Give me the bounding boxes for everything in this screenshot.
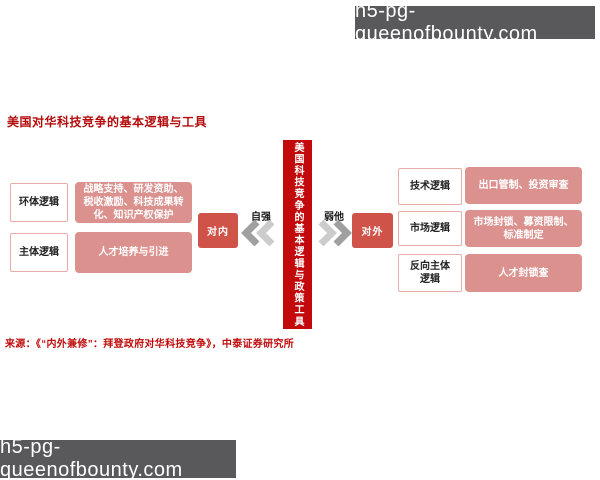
right-label-technology-logic-text: 技术逻辑: [410, 181, 450, 192]
right-arrow-label: 弱他: [324, 212, 344, 223]
diagram-title: 美国对华科技竞争的基本逻辑与工具: [7, 115, 208, 129]
left-detail-talent-cultivation-text: 人才培养与引进: [98, 247, 169, 258]
left-label-environment-logic: 环体逻辑: [10, 183, 68, 222]
inner-box: 对内: [198, 213, 238, 248]
left-label-environment-logic-text: 环体逻辑: [19, 197, 59, 208]
right-label-reverse-subject-logic: 反向主体逻辑: [398, 254, 462, 292]
watermark-bottom-text: h5-pg-queenofbounty.com: [0, 436, 183, 480]
right-label-technology-logic: 技术逻辑: [398, 168, 462, 205]
right-label-reverse-subject-logic-text: 反向主体逻辑: [410, 261, 450, 285]
outer-box: 对外: [352, 213, 393, 248]
center-bar: 美国科技竞争的基本逻辑与政策工具: [283, 140, 312, 329]
right-label-market-logic: 市场逻辑: [398, 211, 462, 246]
right-detail-export-control: 出口管制、投资审查: [465, 167, 582, 204]
double-chevron-right-icon: [318, 220, 352, 246]
watermark-top: h5-pg-queenofbounty.com: [355, 0, 595, 45]
left-detail-environment-tools-text: 战略支持、研发资助、税收激励、科技成果转化、知识产权保护: [83, 184, 184, 221]
left-detail-talent-cultivation: 人才培养与引进: [75, 232, 192, 273]
source-citation: 来源：《“内外兼修”：拜登政府对华科技竞争》，中泰证券研究所: [5, 339, 294, 350]
right-label-market-logic-text: 市场逻辑: [410, 223, 450, 234]
right-detail-export-control-text: 出口管制、投资审查: [478, 180, 569, 191]
left-detail-environment-tools: 战略支持、研发资助、税收激励、科技成果转化、知识产权保护: [75, 182, 192, 223]
right-detail-market-blockade: 市场封锁、募资限制、标准制定: [465, 210, 582, 247]
right-detail-talent-blockade-text: 人才封锁查: [498, 267, 549, 279]
watermark-top-text: h5-pg-queenofbounty.com: [355, 0, 538, 45]
left-label-subject-logic-text: 主体逻辑: [19, 247, 59, 258]
left-arrow-label: 自强: [251, 212, 271, 223]
watermark-bottom: h5-pg-queenofbounty.com: [0, 436, 236, 480]
double-chevron-left-icon: [241, 220, 275, 246]
left-label-subject-logic: 主体逻辑: [10, 233, 68, 272]
right-detail-talent-blockade: 人才封锁查: [465, 254, 582, 292]
right-detail-market-blockade-text: 市场封锁、募资限制、标准制定: [473, 216, 574, 241]
center-bar-text: 美国科技竞争的基本逻辑与政策工具: [292, 141, 303, 328]
